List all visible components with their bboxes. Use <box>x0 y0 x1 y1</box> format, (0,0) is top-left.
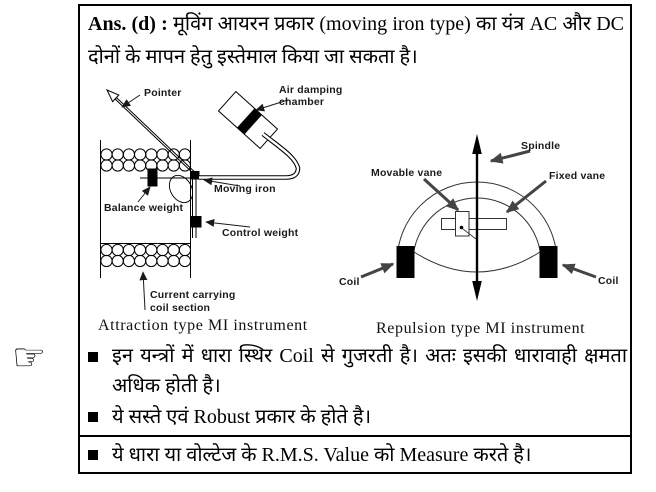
bullet-square-icon <box>88 352 98 362</box>
bullet-item-3: ये धारा या वोल्टेज के R.M.S. Value को Me… <box>112 444 532 466</box>
bullet-item-1: इन यन्त्रों में धारा स्थिर Coil से गुजरत… <box>112 345 627 397</box>
section-divider <box>78 435 632 437</box>
answer-paragraph: Ans. (d) : मूविंग आयरन प्रकार (moving ir… <box>88 8 624 73</box>
bullet-item-2: ये सस्ते एवं Robust प्रकार के होते है। <box>112 406 372 428</box>
answer-body: मूविंग आयरन प्रकार (moving iron type) का… <box>88 13 624 68</box>
pointing-hand-icon: ☞ <box>12 335 47 379</box>
bullet-square-icon <box>88 450 98 460</box>
bullet-square-icon <box>88 412 98 422</box>
answer-prefix: Ans. (d) : <box>88 13 168 35</box>
